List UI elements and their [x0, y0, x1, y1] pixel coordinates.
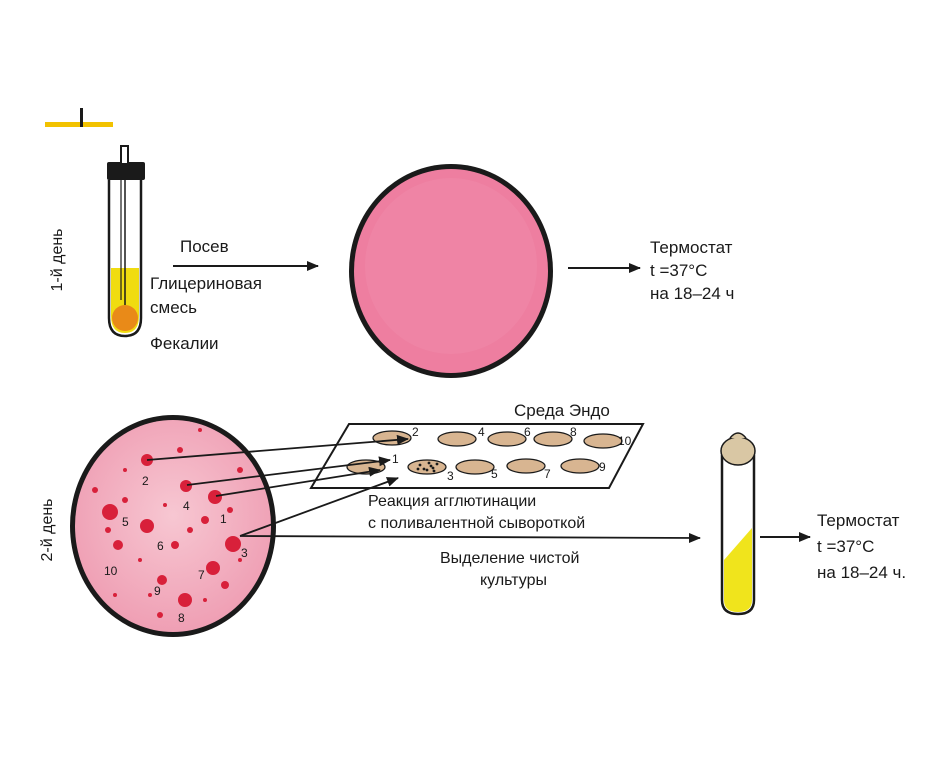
- colony-number: 6: [157, 539, 164, 553]
- colony-small: [92, 487, 98, 493]
- endo-medium-label: Среда Эндо: [514, 401, 610, 420]
- slide-drop-number: 6: [524, 425, 531, 439]
- slant-tube: [720, 432, 756, 616]
- thermostat-time-day2: на 18–24 ч.: [817, 563, 906, 582]
- thermostat-title-day2: Термостат: [817, 511, 900, 530]
- sowing-label: Посев: [180, 237, 229, 256]
- slide-drop-number: 7: [544, 467, 551, 481]
- slide-drop-number: 5: [491, 467, 498, 481]
- colony-small: [148, 593, 152, 597]
- slide-drop: [506, 458, 546, 474]
- agglutination-granule: [429, 464, 433, 468]
- colony-number: 8: [178, 611, 185, 625]
- agglutination-granule: [416, 467, 420, 471]
- colony-small: [237, 467, 243, 473]
- colony: [180, 480, 192, 492]
- isolation-label-line1: Выделение чистой: [440, 550, 579, 567]
- slide-drop: [533, 431, 573, 447]
- agglutination-granule: [432, 469, 436, 473]
- colony: [113, 540, 123, 550]
- day1-label: 1-й день: [49, 228, 66, 291]
- agglutination-granule: [422, 467, 426, 471]
- slide-drop-number: 9: [599, 460, 606, 474]
- colony: [225, 536, 241, 552]
- colony-small: [138, 558, 142, 562]
- colony-small: [177, 447, 183, 453]
- colony-number: 10: [104, 564, 118, 578]
- colony-small: [122, 497, 128, 503]
- colony-number: 1: [220, 512, 227, 526]
- thermostat-title-day1: Термостат: [650, 238, 733, 257]
- slide-drop-number: 1: [392, 452, 399, 466]
- colony-small: [227, 507, 233, 513]
- petri-dish-day2: [70, 415, 276, 637]
- arrow-colony-3-slide: [239, 477, 399, 537]
- colony-number: 4: [183, 499, 190, 513]
- agglutination-label-line2: с поливалентной сывороткой: [368, 515, 585, 532]
- isolation-label-line2: культуры: [480, 572, 547, 589]
- slide-drop: [583, 433, 623, 449]
- colony-number: 7: [198, 568, 205, 582]
- arrow-colony-1: [215, 466, 381, 497]
- colony: [157, 575, 167, 585]
- slide-drop: [372, 430, 412, 446]
- colony-small: [113, 593, 117, 597]
- colony-small: [203, 598, 207, 602]
- slide-drop-number: 4: [478, 425, 485, 439]
- agglutination-slide: [309, 423, 645, 489]
- colony-small: [171, 541, 179, 549]
- colony-small: [198, 428, 202, 432]
- colony-small: [105, 527, 111, 533]
- slide-drop-number: 3: [447, 469, 454, 483]
- section-marker: [45, 108, 113, 127]
- colony-small: [238, 558, 242, 562]
- thermostat-temp-day2: t =37°C: [817, 537, 874, 556]
- slide-drop-number: 8: [570, 425, 577, 439]
- agglutination-label-line1: Реакция агглютинации: [368, 493, 536, 510]
- colony-small: [187, 527, 193, 533]
- arrow-colony-4: [186, 456, 391, 486]
- colony: [140, 519, 154, 533]
- slide-drop: [437, 431, 477, 447]
- slide-drop: [407, 459, 447, 475]
- agglutination-granule: [418, 463, 422, 467]
- feces-label: Фекалии: [150, 334, 219, 353]
- glycerin-label-line1: Глицериновая: [150, 274, 262, 293]
- colonies: 1 2 3 4 5 6 7 8 9 10: [92, 428, 248, 625]
- glycerin-label-line2: смесь: [150, 298, 197, 317]
- arrow-colony-2: [146, 434, 409, 461]
- colony-small: [123, 468, 127, 472]
- slide-drop-number: 10: [618, 434, 632, 448]
- colony-small: [157, 612, 163, 618]
- colony-small: [221, 581, 229, 589]
- day2-label: 2-й день: [39, 498, 56, 561]
- colony: [208, 490, 222, 504]
- colony-small: [163, 503, 167, 507]
- colony-number: 3: [241, 546, 248, 560]
- thermostat-temp-day1: t =37°C: [650, 261, 707, 280]
- agglutination-granule: [425, 468, 429, 472]
- colony: [206, 561, 220, 575]
- slide-drop: [455, 459, 495, 475]
- colony-number: 9: [154, 584, 161, 598]
- colony-to-slide-arrows: [146, 434, 701, 543]
- slide-drop-number: 2: [412, 425, 419, 439]
- colony: [178, 593, 192, 607]
- colony-number: 5: [122, 515, 129, 529]
- test-tube-day1: [107, 145, 145, 338]
- agglutination-granule: [431, 466, 435, 470]
- agglutination-granule: [427, 461, 431, 465]
- petri-dish-day1: [349, 164, 553, 378]
- agglutination-granule: [435, 462, 439, 466]
- colony-small: [201, 516, 209, 524]
- colony-number: 2: [142, 474, 149, 488]
- colony: [102, 504, 118, 520]
- slide-drop: [487, 431, 527, 447]
- thermostat-time-day1: на 18–24 ч: [650, 284, 734, 303]
- arrow-pure-culture: [239, 532, 701, 543]
- slide-drop: [560, 458, 600, 474]
